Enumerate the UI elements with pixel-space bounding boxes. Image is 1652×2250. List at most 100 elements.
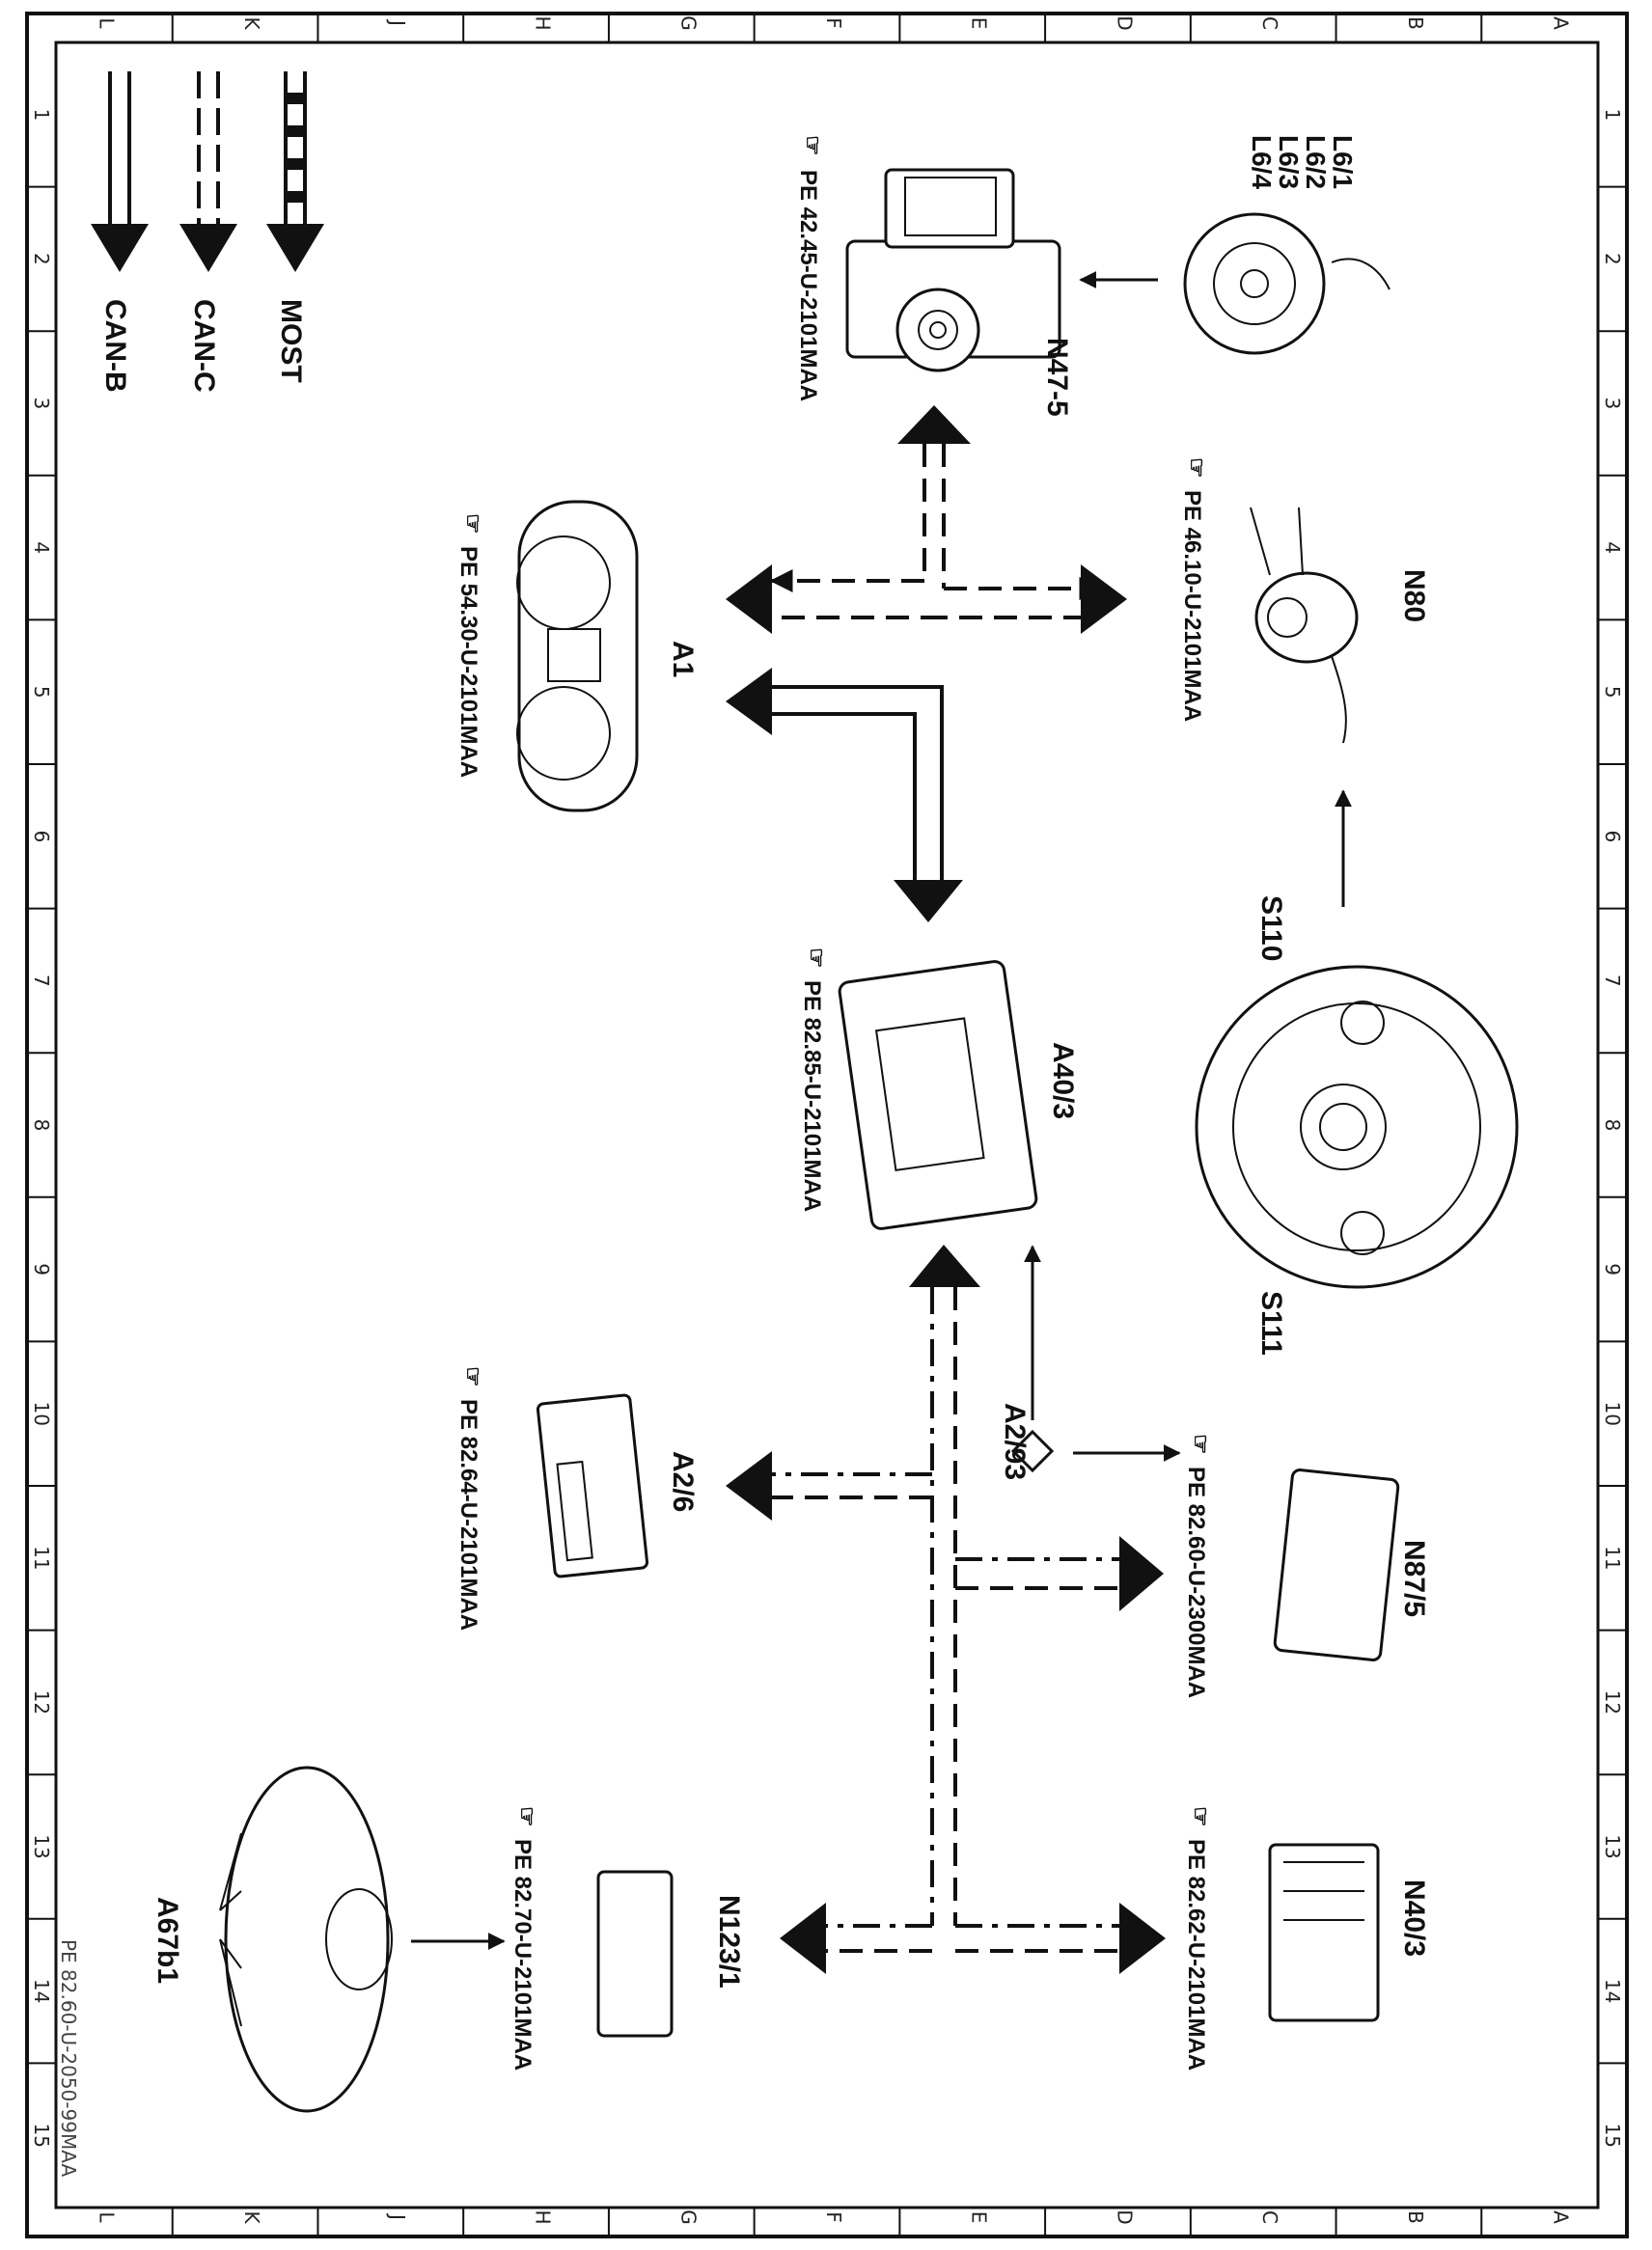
legend: MOST CAN-C CAN-B	[91, 71, 324, 393]
n123-1-label: N123/1	[713, 1895, 745, 1989]
bus-can-b-a1-2	[772, 712, 917, 880]
arrow-a40-can-b	[894, 880, 963, 922]
a1-label: A1	[667, 641, 699, 677]
drawing-frame	[25, 12, 1629, 2238]
n40-3-label: N40/3	[1398, 1880, 1430, 1957]
n87-5-unit	[1273, 1468, 1400, 1661]
grid-row-left-13: 13	[30, 1834, 53, 1858]
a1-ref: PE 54.30-U-2101MAA	[455, 546, 482, 778]
grid-col-bottom-e: E	[968, 2211, 991, 2224]
n87-5-label: N87/5	[1398, 1540, 1430, 1617]
l6-label-1: L6/1	[1328, 135, 1358, 189]
grid-row-right-10: 10	[1601, 1401, 1624, 1425]
grid-row-left-7: 7	[30, 974, 53, 987]
arrow-n80-most	[1081, 564, 1127, 634]
bus-lines	[411, 271, 1352, 1974]
a40-3-unit	[838, 960, 1038, 1230]
grid-row-right-4: 4	[1601, 541, 1624, 554]
legend-most	[266, 71, 324, 272]
n80-ref: PE 46.10-U-2101MAA	[1179, 490, 1205, 722]
a1-ref-icon: ☞	[459, 513, 485, 535]
grid-col-top-k: K	[240, 16, 263, 30]
a2-6-ref: PE 82.64-U-2101MAA	[455, 1399, 482, 1631]
grid-col-bottom-a: A	[1550, 2210, 1573, 2224]
grid-row-left-12: 12	[30, 1690, 53, 1715]
grid-col-bottom-d: D	[1113, 2209, 1136, 2224]
bus-can-b-a1	[772, 685, 944, 880]
grid-row-right-9: 9	[1601, 1263, 1624, 1276]
grid-col-top-h: H	[532, 15, 555, 30]
a2-93-label: A2/93	[999, 1403, 1031, 1480]
a40-3-ref-icon: ☞	[803, 947, 829, 969]
grid-col-bottom-c: C	[1258, 2210, 1281, 2224]
l6-sensor	[1183, 212, 1390, 355]
a67b1-label: A67b1	[151, 1897, 183, 1984]
grid-row-left-9: 9	[30, 1263, 53, 1276]
s111-label: S111	[1255, 1291, 1287, 1356]
n123-1-ref-icon: ☞	[513, 1806, 539, 1827]
n80-ref-icon: ☞	[1183, 457, 1209, 479]
a67b1-mirror	[219, 1766, 393, 2113]
arrow-a1-can-b	[726, 668, 772, 735]
a1-cluster	[516, 500, 639, 812]
grid-row-right-12: 12	[1601, 1690, 1624, 1715]
grid-row-left-5: 5	[30, 686, 53, 699]
a40-3-ref: PE 82.85-U-2101MAA	[799, 980, 825, 1212]
grid-row-left-2: 2	[30, 253, 53, 265]
n87-5-ref-icon: ☞	[1187, 1434, 1213, 1455]
grid-row-left-3: 3	[30, 398, 53, 410]
grid-col-top-b: B	[1404, 16, 1427, 30]
legend-label-can-b: CAN-B	[99, 299, 131, 393]
grid-col-bottom-f: F	[822, 2211, 845, 2223]
grid-col-bottom-j: J	[386, 2212, 409, 2220]
arrow-a1-most	[726, 564, 772, 634]
arrow-a40-trunk	[909, 1245, 980, 1287]
grid-col-top-e: E	[968, 17, 991, 30]
grid-row-left-6: 6	[30, 830, 53, 842]
grid-col-top-a: A	[1550, 16, 1573, 30]
grid-col-top-d: D	[1113, 15, 1136, 30]
a2-93-symbol	[1010, 1429, 1055, 1473]
n47-5-ref: PE 42.45-U-2101MAA	[795, 170, 821, 401]
grid-row-left-14: 14	[30, 1979, 53, 2003]
n47-5-label: N47-5	[1041, 338, 1073, 417]
grid-row-left-10: 10	[30, 1401, 53, 1425]
legend-can-c	[179, 71, 237, 272]
l6-label-4: L6/4	[1247, 135, 1277, 189]
grid-row-left-1: 1	[30, 108, 53, 121]
grid-col-bottom-l: L	[95, 2211, 118, 2223]
grid-col-top-l: L	[95, 17, 118, 29]
n47-5-ref-icon: ☞	[799, 135, 825, 156]
a40-3-label: A40/3	[1047, 1042, 1079, 1119]
grid-col-bottom-k: K	[240, 2210, 263, 2224]
n40-3-unit	[1268, 1843, 1380, 2022]
grid-row-left-15: 15	[30, 2123, 53, 2147]
grid-col-top-j: J	[386, 18, 409, 26]
grid-row-right-7: 7	[1601, 974, 1624, 987]
steering-wheel	[1195, 965, 1519, 1289]
footer-code: PE 82.60-U-2050-99MAA	[57, 1939, 80, 2177]
legend-label-can-c: CAN-C	[188, 299, 220, 393]
legend-can-b	[91, 71, 149, 272]
arrow-n123	[780, 1903, 826, 1974]
arrow-n40	[1119, 1903, 1166, 1974]
grid-row-right-13: 13	[1601, 1834, 1624, 1858]
n40-3-ref-icon: ☞	[1187, 1806, 1213, 1827]
grid-col-bottom-b: B	[1404, 2210, 1427, 2224]
grid-row-right-2: 2	[1601, 253, 1624, 265]
arrow-n47-5	[897, 405, 971, 444]
grid-row-right-5: 5	[1601, 686, 1624, 699]
grid-col-bottom-g: G	[676, 2209, 700, 2225]
a2-6-unit	[536, 1393, 649, 1578]
grid-row-right-8: 8	[1601, 1119, 1624, 1132]
grid-row-left-8: 8	[30, 1119, 53, 1132]
l6-label-3: L6/3	[1274, 135, 1304, 189]
grid-row-right-14: 14	[1601, 1979, 1624, 2003]
n87-5-ref: PE 82.60-U-2300MAA	[1183, 1467, 1209, 1698]
s110-label: S110	[1255, 895, 1287, 961]
n40-3-ref: PE 82.62-U-2101MAA	[1183, 1839, 1209, 2071]
n80-label: N80	[1398, 569, 1430, 622]
legend-label-most: MOST	[275, 299, 307, 383]
